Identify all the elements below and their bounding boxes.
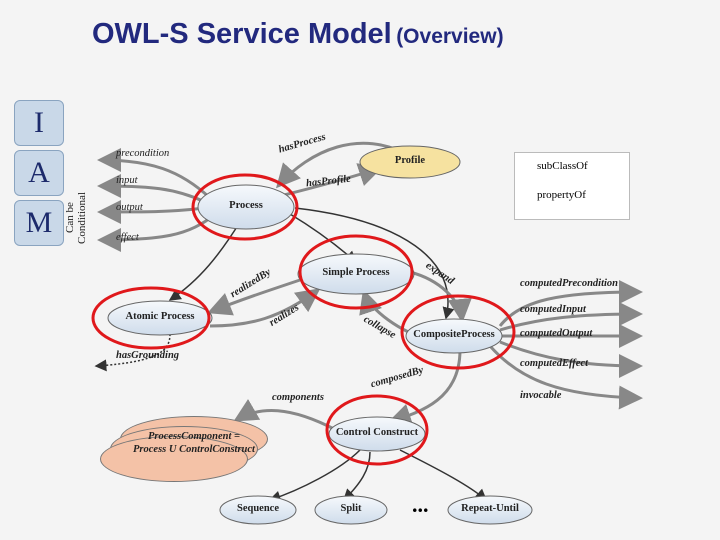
page-title: OWL-S Service Model (Overview) [92,18,504,51]
node-process: Process [229,200,263,211]
input-label: input [116,175,138,186]
legend-subclass-label: subClassOf [537,160,588,172]
puzzle-piece-i: I [14,100,64,146]
node-profile: Profile [394,155,426,166]
computed-output-label: computedOutput [520,328,593,339]
node-simple-process: Simple Process [322,267,390,278]
process-component-text: ProcessComponent = Process U ControlCons… [114,430,274,456]
computed-effect-label: computedEffect [520,358,589,369]
legend-box: subClassOf propertyOf [514,152,630,220]
legend-property-label: propertyOf [537,189,586,201]
process-component-line2: Process U ControlConstruct [133,444,255,455]
invocable-label: invocable [520,390,562,401]
node-sequence: Sequence [237,503,279,514]
puzzle-piece-a: A [14,150,64,196]
title-main: OWL-S Service Model [92,18,392,50]
more-constructs-ellipsis: ... [412,492,429,517]
node-split: Split [340,503,362,514]
computed-precondition-label: computedPrecondition [520,278,618,289]
highlight-circles [91,173,516,466]
title-sub: (Overview) [396,25,504,48]
precondition-label: precondition [116,148,170,159]
components-label: components [272,392,324,403]
computed-input-label: computedInput [520,304,586,315]
has-grounding-label: hasGrounding [116,350,180,361]
node-repeat-until: Repeat-Until [461,503,519,514]
process-component-line1: ProcessComponent = [147,431,241,442]
output-label: output [116,202,143,213]
process-component-stack: ProcessComponent = Process U ControlCons… [100,416,270,496]
node-control-construct: Control Construct [335,427,419,438]
iam-puzzle-graphic: I A M [4,94,70,250]
puzzle-piece-m: M [14,200,64,246]
node-composite-process: CompositeProcess [413,329,495,340]
node-atomic-process: Atomic Process [125,311,195,322]
effect-label: effect [116,232,139,243]
